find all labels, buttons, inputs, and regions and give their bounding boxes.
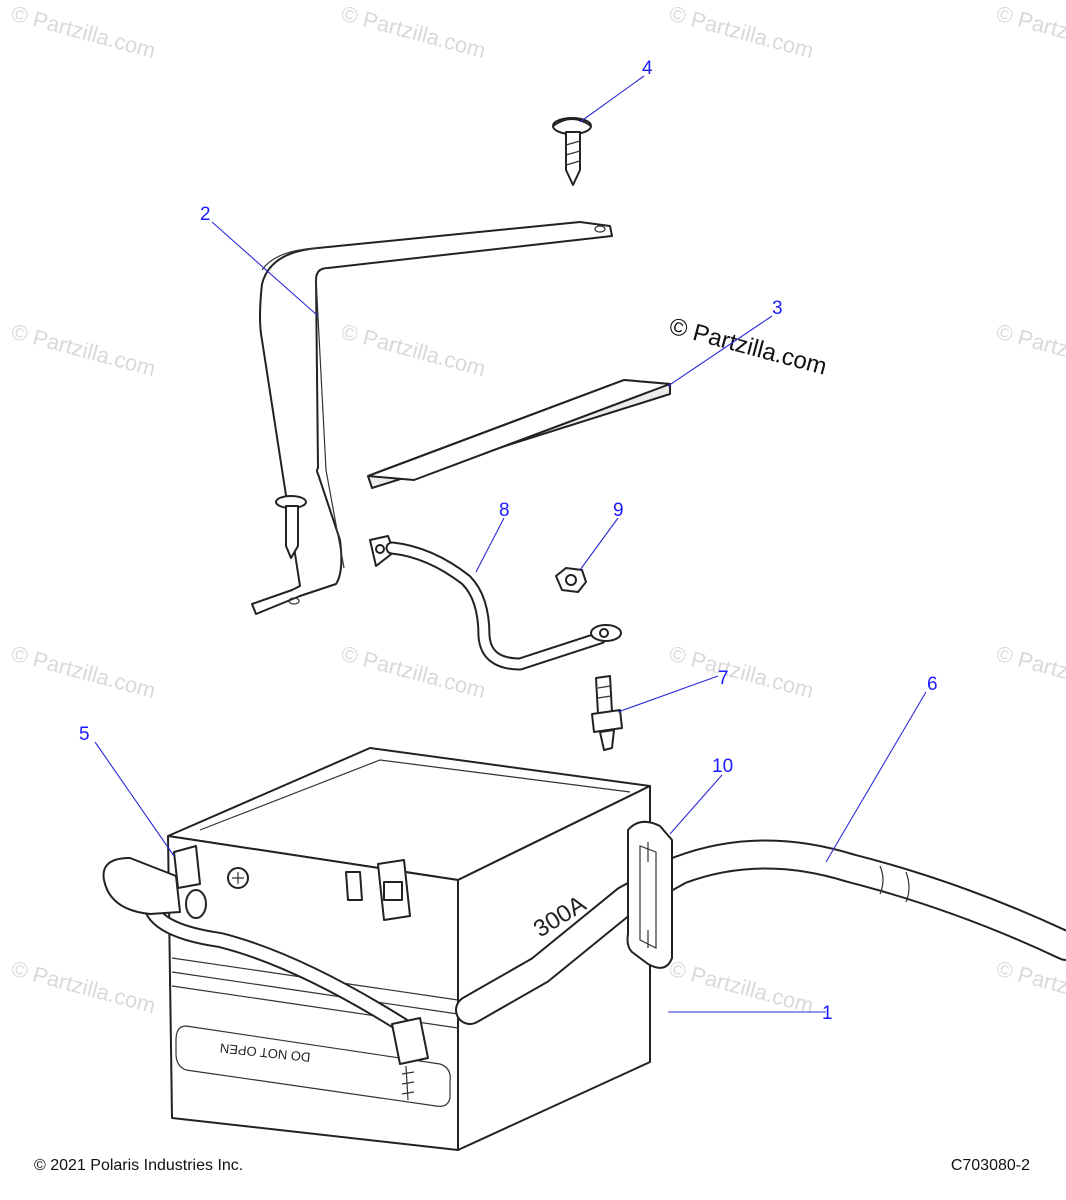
pad-part-3 bbox=[367, 379, 671, 489]
callout-5[interactable]: 5 bbox=[79, 724, 90, 745]
watermark: © Partzilla.com bbox=[994, 319, 1066, 382]
callout-2[interactable]: 2 bbox=[200, 204, 211, 225]
bracket-part-2 bbox=[251, 221, 613, 615]
callout-10[interactable]: 10 bbox=[712, 756, 733, 777]
watermark: © Partzilla.com bbox=[9, 641, 159, 704]
cable-part-6: 300A bbox=[102, 839, 1066, 1101]
watermark: © Partzilla.com bbox=[9, 956, 159, 1019]
grommet-part-10 bbox=[626, 820, 673, 969]
leader-lines bbox=[94, 75, 927, 1013]
stud-part-7 bbox=[591, 675, 623, 751]
ground-cable-part-8 bbox=[369, 535, 622, 671]
copyright-text: © 2021 Polaris Industries Inc. bbox=[34, 1157, 244, 1174]
watermark: © Partzilla.com bbox=[667, 1, 817, 64]
watermark: © Partzilla.com bbox=[994, 1, 1066, 64]
watermark: © Partzilla.com bbox=[9, 1, 159, 64]
watermark: © Partzilla.com bbox=[667, 956, 817, 1019]
watermark: © Partzilla.com bbox=[667, 641, 817, 704]
watermark: © Partzilla.com bbox=[994, 641, 1066, 704]
watermark: © Partzilla.com bbox=[994, 956, 1066, 1019]
callout-4[interactable]: 4 bbox=[642, 58, 653, 79]
watermark: © Partzilla.com bbox=[9, 319, 159, 382]
callout-9[interactable]: 9 bbox=[613, 500, 624, 521]
watermark: © Partzilla.com bbox=[339, 641, 489, 704]
callout-7[interactable]: 7 bbox=[718, 668, 729, 689]
callout-8[interactable]: 8 bbox=[499, 500, 510, 521]
watermark: © Partzilla.com bbox=[339, 319, 489, 382]
callout-6[interactable]: 6 bbox=[927, 674, 938, 695]
nut-part-9 bbox=[555, 567, 587, 593]
screw-part-4 bbox=[552, 117, 592, 186]
callout-3[interactable]: 3 bbox=[772, 298, 783, 319]
diagram-id: C703080-2 bbox=[950, 1157, 1030, 1174]
watermark: © Partzilla.com bbox=[339, 1, 489, 64]
callout-1[interactable]: 1 bbox=[822, 1003, 833, 1024]
